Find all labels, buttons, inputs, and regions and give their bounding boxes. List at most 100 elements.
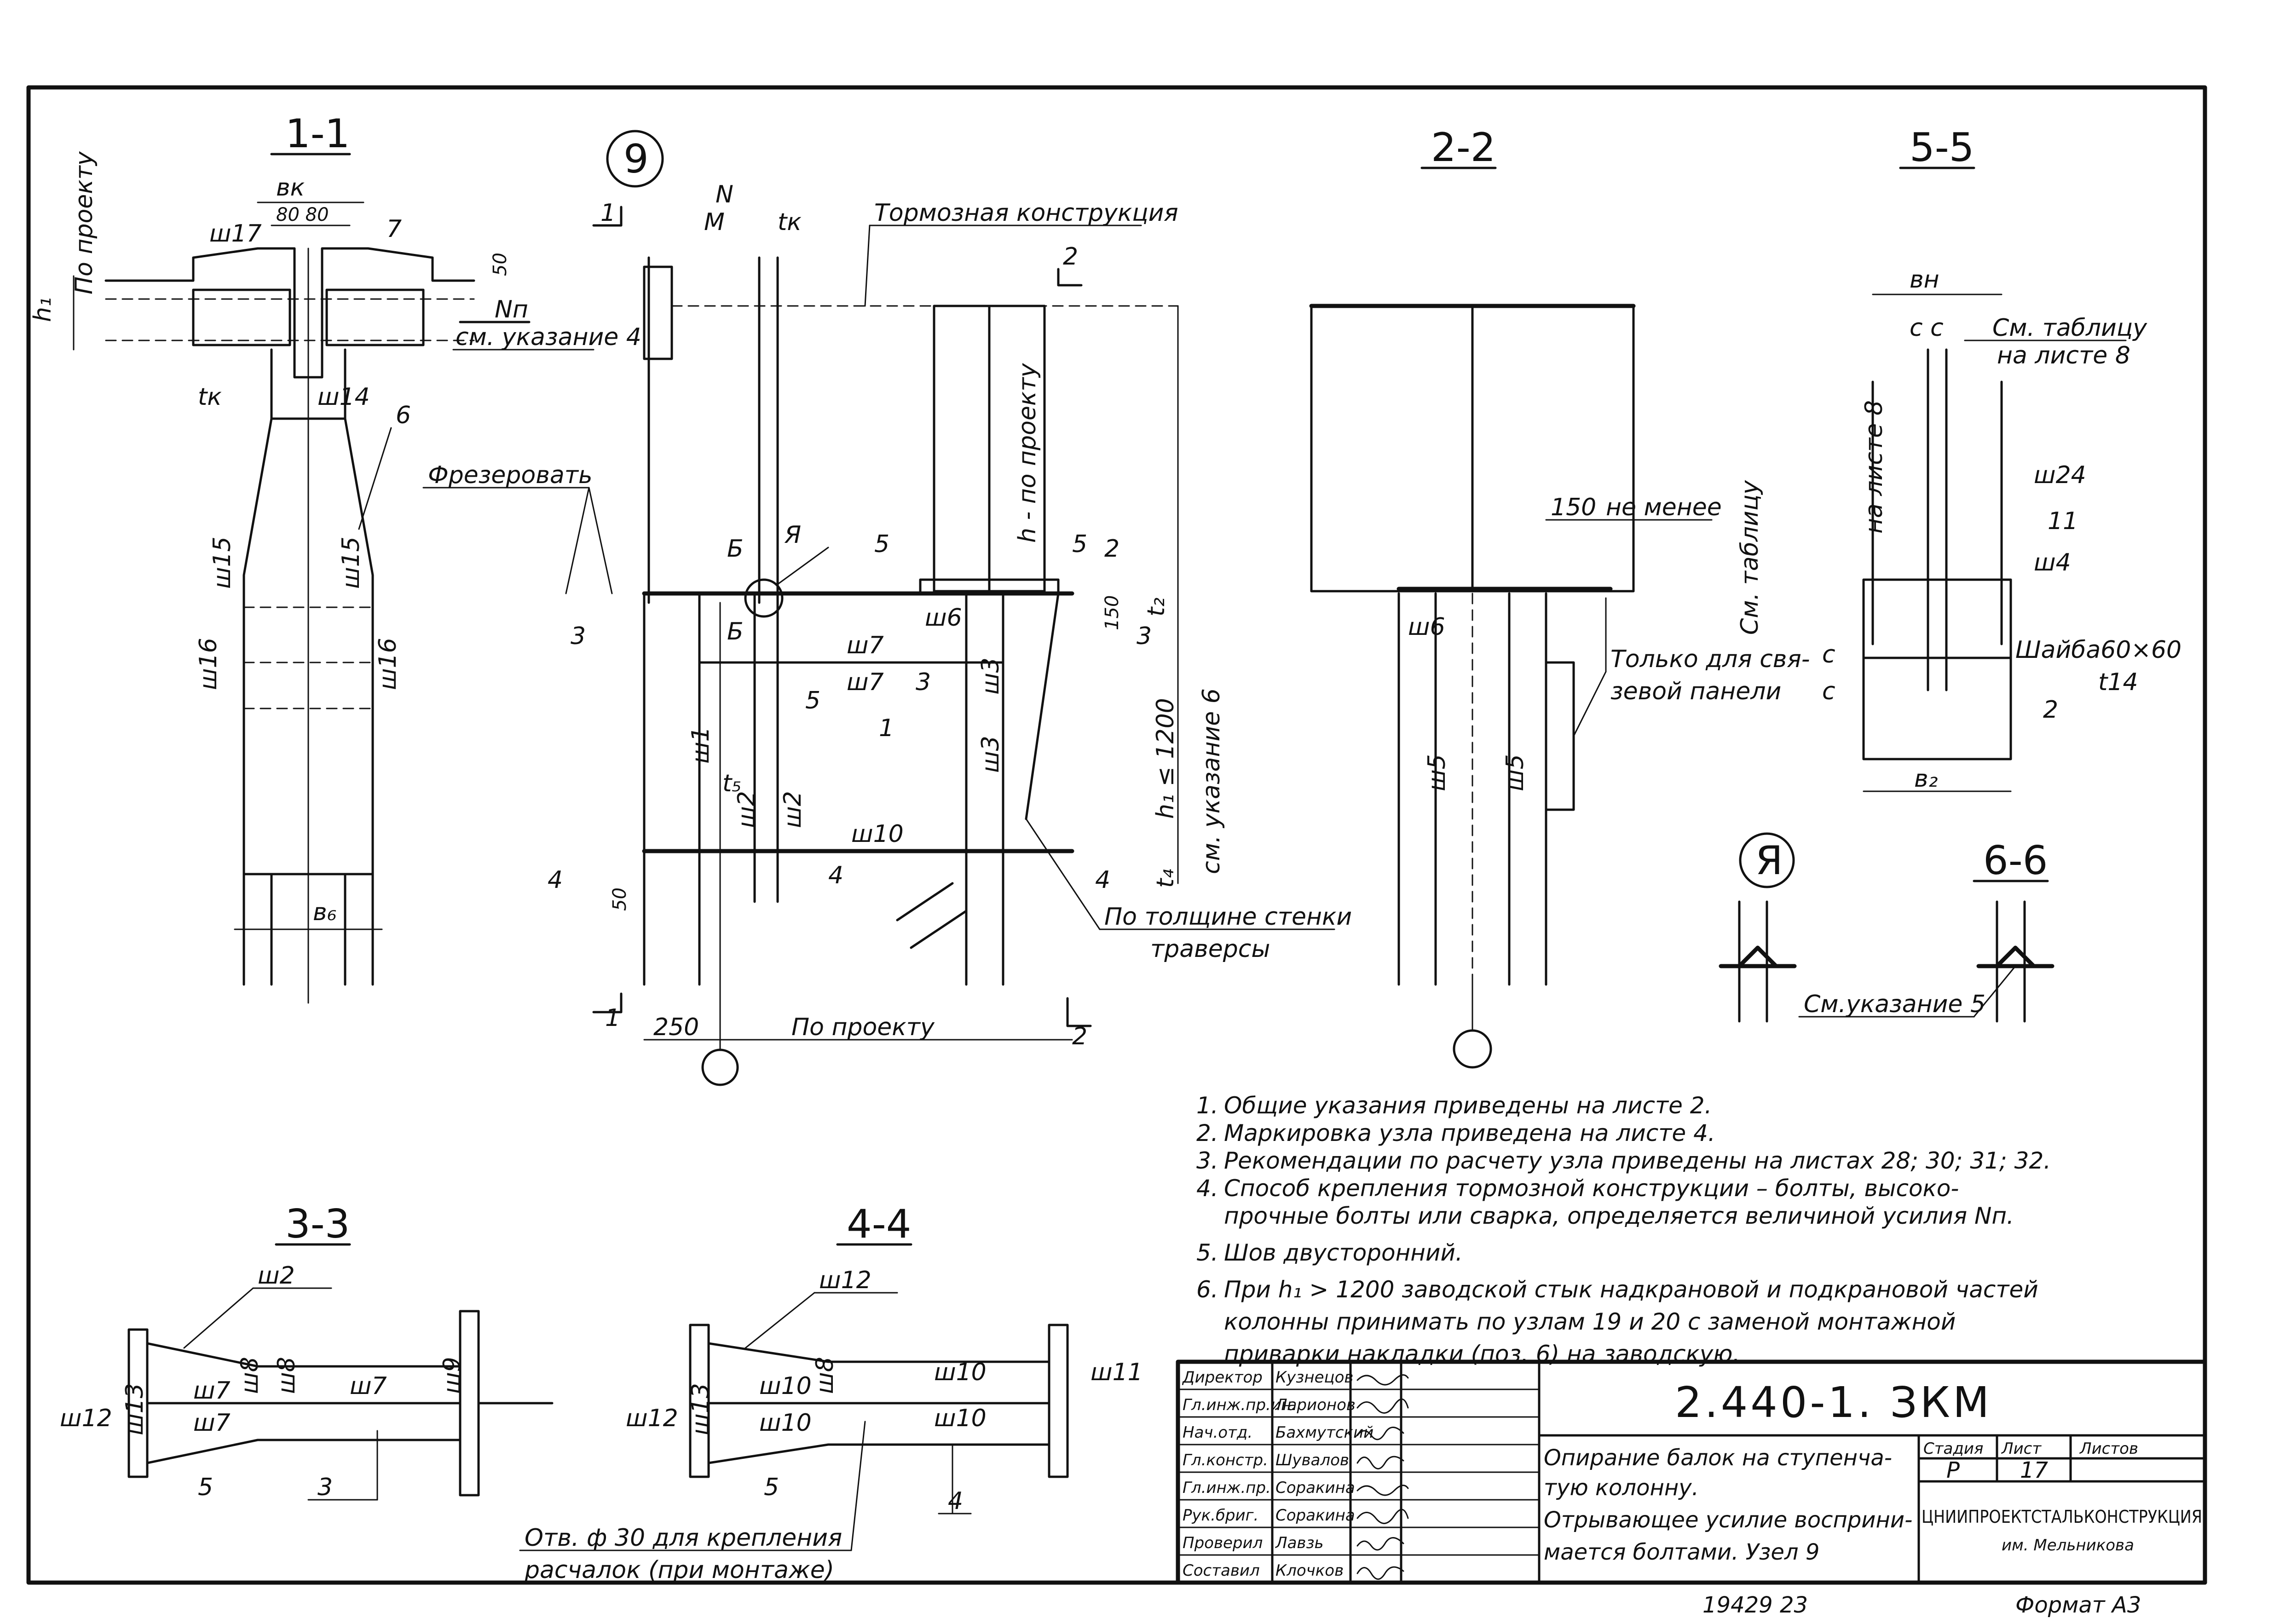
pos-5-33: 5 <box>198 1474 213 1501</box>
tb-list-label: Лист <box>2001 1440 2042 1458</box>
tb-title-4: мается болтами. Узел 9 <box>1544 1539 1819 1565</box>
force-N: N <box>716 181 733 208</box>
label-tormoz: Тормозная конструкция <box>874 199 1178 227</box>
label-po-tolshine: По толщине стенки <box>1104 903 1352 931</box>
note-5-text: Шов двусторонний. <box>1224 1239 1463 1266</box>
cut-2-top: 2 <box>1063 243 1078 271</box>
weld-sh11-44: ш11 <box>1091 1359 1143 1386</box>
weld-sh15-a: ш15 <box>208 536 236 589</box>
weld-sh7-33c: ш7 <box>350 1372 387 1400</box>
note-ref-6: см. указание 6 <box>1198 688 1225 874</box>
force-Nn: Nп <box>495 296 528 323</box>
cut-5-left: 5 <box>874 530 889 558</box>
weld-sh16-a: ш16 <box>195 638 222 690</box>
dim-50-node: 50 <box>609 887 630 911</box>
note-6-text: При h₁ > 1200 заводской стык надкрановой… <box>1224 1276 2038 1303</box>
weld-sh8-33b: ш8 <box>273 1357 300 1394</box>
weld-sh7-33b: ш7 <box>193 1409 231 1437</box>
weld-sh6-22: ш6 <box>1408 613 1445 641</box>
note-1-text: Общие указания приведены на листе 2. <box>1224 1092 1712 1119</box>
cut-4-left: 4 <box>548 866 563 894</box>
dim-50: 50 <box>490 253 511 276</box>
note-2-text: Маркировка узла приведена на листе 4. <box>1224 1120 1715 1146</box>
cut-B-bottom: Б <box>727 618 744 645</box>
signatures <box>1356 1374 1409 1580</box>
cut-B-top: Б <box>727 535 744 563</box>
title-block: Директор Гл.инж.пр.ин. Нач.отд. Гл.конст… <box>1176 1359 2207 1585</box>
weld-sh7-b: ш7 <box>847 668 884 696</box>
cut-1-bottom: 1 <box>605 1004 620 1032</box>
pos-2-55: 2 <box>2043 696 2058 724</box>
tb-role-4: Гл.констр. <box>1183 1451 1268 1469</box>
tb-name-4: Шувалов <box>1275 1451 1349 1469</box>
weld-sh7-33a: ш7 <box>193 1377 231 1405</box>
section-4-4-title: 4-4 <box>847 1201 911 1247</box>
pos-5: 5 <box>805 687 820 714</box>
weld-sh1: ш1 <box>687 726 715 764</box>
tb-org-1: ЦНИИПРОЕКТСТАЛЬКОНСТРУКЦИЯ <box>1922 1507 2202 1527</box>
section-2-2: 2-2 150 не менее ш6 ш5 ш5 Только для свя… <box>1309 125 1810 1069</box>
weld-sh12-44b: ш12 <box>626 1405 678 1432</box>
general-notes: 1. Общие указания приведены на листе 2. … <box>1196 1092 2051 1367</box>
cut-4-right: 4 <box>1095 866 1110 894</box>
weld-sh17: ш17 <box>209 220 262 248</box>
tb-name-7: Лавзь <box>1275 1534 1324 1552</box>
tb-name-1: Кузнецов <box>1275 1368 1353 1387</box>
weld-sh15-b: ш15 <box>337 536 365 589</box>
label-tk-node: tк <box>778 208 802 236</box>
tb-role-5: Гл.инж.пр. <box>1183 1479 1271 1497</box>
cut-5-right: 5 <box>1072 530 1087 558</box>
note-5-num: 5. <box>1196 1239 1218 1266</box>
detail-Ya: Я 6-6 См.указание 5 <box>1719 832 2054 1023</box>
pos-3-33: 3 <box>317 1474 333 1501</box>
label-t14: t14 <box>2098 668 2138 696</box>
weld-sh5-a: ш5 <box>1423 754 1451 791</box>
weld-sh9-33: ш9 <box>439 1357 466 1394</box>
tb-list: 17 <box>2020 1457 2049 1483</box>
tb-title-2: тую колонну. <box>1544 1475 1699 1501</box>
section-2-2-title: 2-2 <box>1431 125 1495 171</box>
tb-code: 2.440-1. ЗКМ <box>1675 1378 1992 1427</box>
tb-role-1: Директор <box>1182 1368 1263 1387</box>
label-na-liste8-v: на листе 8 <box>1860 400 1888 534</box>
note-6-num: 6. <box>1196 1276 1218 1303</box>
pos-1: 1 <box>879 714 894 742</box>
tb-name-3: Бахмутский <box>1275 1423 1373 1442</box>
weld-sh8-44: ш8 <box>811 1357 839 1394</box>
dim-b6: в₆ <box>313 898 337 926</box>
section-1-1: 1-1 вк 80 80 ш17 7 h₁ По проекту 50 Nп с… <box>29 111 641 1004</box>
weld-sh14: ш14 <box>317 383 370 411</box>
note-2-num: 2. <box>1196 1120 1218 1146</box>
tb-stadia-label: Стадия <box>1923 1440 1983 1458</box>
tb-title-1: Опирание балок на ступенча- <box>1544 1445 1892 1471</box>
label-tk: tк <box>198 383 222 411</box>
pos-4-44: 4 <box>948 1487 963 1515</box>
dim-c-a: c <box>1822 641 1835 668</box>
pos-7: 7 <box>387 215 402 243</box>
label-otv: Отв. ф 30 для крепления <box>525 1524 842 1552</box>
section-5-5: 5-5 вн c c См. таблицу на листе 8 ш24 11… <box>1736 125 2181 793</box>
dim-po-proektu-node: По проекту <box>791 1014 935 1041</box>
moment-M: M <box>704 208 725 236</box>
weld-sh4: ш4 <box>2034 549 2071 576</box>
ref-Ya: Я <box>784 521 801 549</box>
pos-3: 3 <box>916 668 931 696</box>
label-raschalok: расчалок (при монтаже) <box>524 1556 834 1584</box>
label-shayba: Шайба60×60 <box>2015 636 2181 664</box>
tb-name-2: Ларионов <box>1275 1396 1356 1414</box>
dim-bn: вн <box>1910 266 1939 294</box>
section-3-3-title: 3-3 <box>285 1201 350 1247</box>
note-4-text: Способ крепления тормозной конструкции –… <box>1224 1175 1959 1202</box>
weld-sh3: ш3 <box>977 657 1004 695</box>
section-3-3: 3-3 ш2 ш7 ш7 ш7 ш8 ш8 ш9 ш12 ш13 5 3 <box>60 1201 554 1501</box>
pos-5-44: 5 <box>764 1474 779 1501</box>
note-4b-text: прочные болты или сварка, определяется в… <box>1224 1203 2014 1229</box>
tb-org-2: им. Мельникова <box>2002 1536 2134 1555</box>
tb-listov-label: Листов <box>2079 1440 2138 1458</box>
detail-Ya-label: Я <box>1755 838 1783 884</box>
tb-name-8: Клочков <box>1275 1561 1344 1580</box>
dim-250: 250 <box>653 1014 699 1041</box>
tb-stadia: Р <box>1946 1457 1960 1483</box>
note-6b-text: колонны принимать по узлам 19 и 20 с зам… <box>1224 1308 1956 1335</box>
